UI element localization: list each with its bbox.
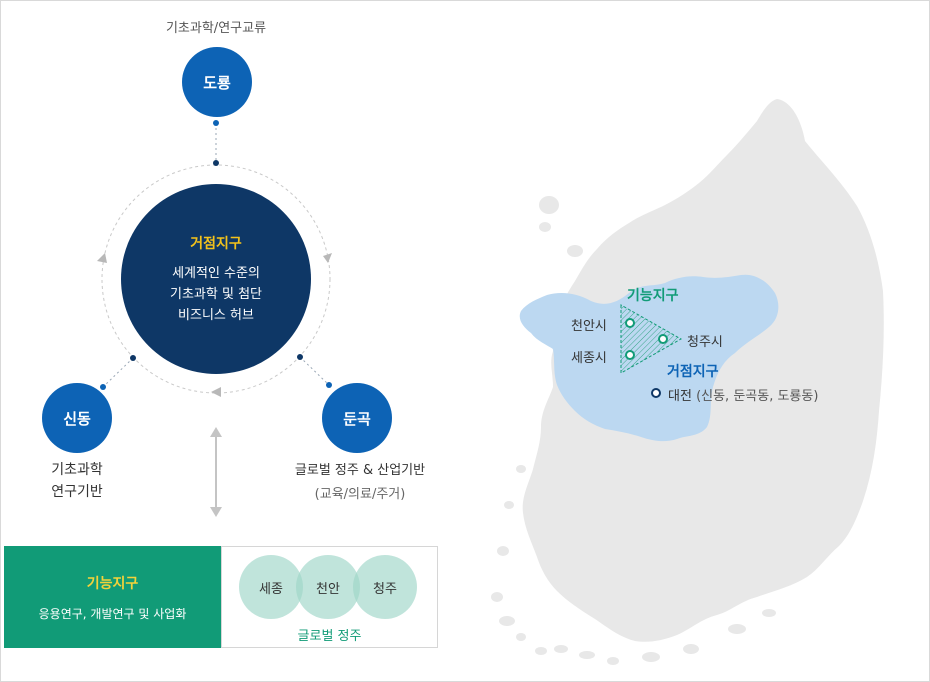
map-marker-sejong bbox=[625, 350, 635, 360]
hub-circle[interactable]: 거점지구 세계적인 수준의 기초과학 및 첨단 비즈니스 허브 bbox=[121, 184, 311, 374]
orbit-arrow-bottom bbox=[211, 387, 221, 397]
caption-line: 연구기반 bbox=[51, 484, 103, 500]
orbit-arrow-top-left bbox=[97, 253, 107, 263]
connector-left bbox=[102, 357, 134, 388]
node-sindong[interactable]: 신동 bbox=[42, 383, 112, 453]
city-circle-cheongju[interactable]: 청주 bbox=[353, 555, 417, 619]
hub-desc-line: 세계적인 수준의 bbox=[172, 265, 260, 281]
map-marker-cheonan bbox=[625, 318, 635, 328]
right-node-caption: 글로벌 정주 & 산업기반 (교육/의료/주거) bbox=[269, 459, 451, 507]
function-zone-title: 기능지구 bbox=[86, 575, 139, 592]
link-arrow-up bbox=[210, 427, 222, 437]
caption-line: 기초과학 bbox=[51, 462, 103, 478]
map-hub-title: 거점지구 bbox=[667, 364, 719, 380]
korea-map bbox=[491, 99, 884, 665]
map-chungcheong-region bbox=[519, 274, 779, 442]
map-label-cheonan: 천안시 bbox=[571, 319, 607, 334]
hub-desc-line: 기초과학 및 첨단 bbox=[170, 286, 262, 302]
city-cluster-box: 세종 천안 청주 글로벌 정주 bbox=[221, 546, 438, 648]
map-function-triangle bbox=[620, 304, 683, 374]
map-marker-daejeon bbox=[651, 388, 661, 398]
map-daejeon-name: 대전 bbox=[668, 389, 692, 404]
caption-line: 글로벌 정주 & 산업기반 bbox=[294, 463, 426, 478]
city-circle-sejong[interactable]: 세종 bbox=[239, 555, 303, 619]
hub-desc-line: 비즈니스 허브 bbox=[178, 307, 254, 323]
connector-right bbox=[299, 356, 330, 386]
hub-title: 거점지구 bbox=[190, 235, 242, 252]
left-node-caption: 기초과학 연구기반 bbox=[21, 459, 133, 503]
hub-description: 세계적인 수준의 기초과학 및 첨단 비즈니스 허브 bbox=[170, 263, 262, 326]
global-settlement-label: 글로벌 정주 bbox=[297, 629, 362, 644]
node-dungok[interactable]: 둔곡 bbox=[322, 383, 392, 453]
top-node-caption: 기초과학/연구교류 bbox=[165, 21, 267, 36]
function-zone-box: 기능지구 응용연구, 개발연구 및 사업화 bbox=[4, 546, 221, 648]
map-label-daejeon: 대전 (신동, 둔곡동, 도룡동) bbox=[668, 385, 818, 404]
map-label-cheongju: 청주시 bbox=[687, 335, 723, 350]
map-marker-cheongju bbox=[658, 334, 668, 344]
orbit-arrow-top-right bbox=[323, 253, 332, 263]
node-doryong[interactable]: 도룡 bbox=[182, 47, 252, 117]
caption-line: (교육/의료/주거) bbox=[314, 487, 406, 502]
city-circle-cheonan[interactable]: 천안 bbox=[296, 555, 360, 619]
function-zone-desc: 응용연구, 개발연구 및 사업화 bbox=[38, 606, 187, 621]
map-label-sejong: 세종시 bbox=[571, 351, 607, 366]
map-daejeon-detail: (신동, 둔곡동, 도룡동) bbox=[696, 389, 819, 404]
link-arrow-down bbox=[210, 507, 222, 517]
map-function-zone-title: 기능지구 bbox=[627, 288, 679, 304]
